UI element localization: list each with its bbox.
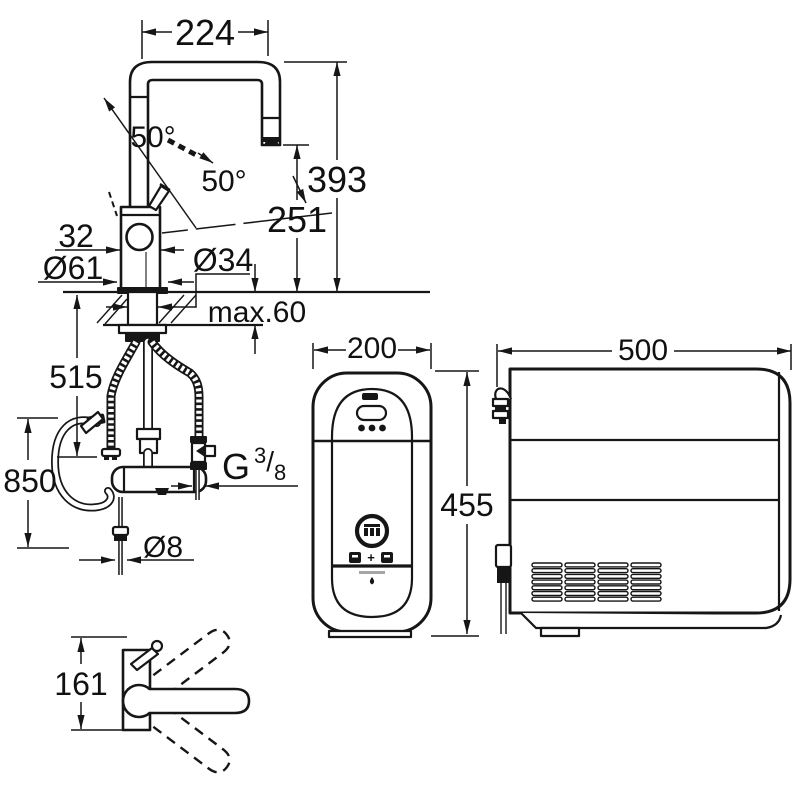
weight-notch — [155, 488, 169, 495]
ref-455 — [431, 370, 479, 637]
cooler-hose-fitting — [494, 387, 513, 400]
fitting-band — [495, 406, 506, 411]
dim-max60-label: max.60 — [208, 296, 306, 329]
hose-coupling-upper — [135, 427, 162, 441]
fine-print — [359, 571, 385, 574]
dim-8-label: Ø8 — [143, 531, 183, 564]
dim-61-label: Ø61 — [43, 250, 103, 286]
dim-200-label: 200 — [347, 332, 397, 365]
hatch — [96, 294, 123, 324]
button-pill-icon — [355, 404, 388, 422]
supply-hose-left — [106, 337, 141, 454]
cooler-base-lip — [520, 612, 783, 630]
hatch — [104, 298, 128, 325]
led-dot-icon — [358, 424, 365, 432]
spout-swivel-line — [161, 212, 333, 234]
power-plug-dark — [497, 567, 510, 583]
dim-500-label: 500 — [618, 334, 668, 367]
dim-34-leader — [158, 273, 250, 311]
power-plug — [494, 543, 513, 569]
hose-bead — [111, 525, 130, 537]
mousseur — [263, 137, 280, 142]
top-view-handle — [129, 646, 160, 672]
cooler-foot — [539, 626, 581, 638]
cooler-housing — [508, 367, 792, 615]
cartridge-circle — [125, 222, 154, 252]
badge-plus-label: + — [367, 550, 375, 565]
dim-161-label: 161 — [54, 666, 107, 702]
hose-bead-dark — [114, 535, 127, 541]
filter-foot — [327, 629, 413, 639]
hose-end-foot — [112, 456, 117, 460]
filter-logo-tooth — [364, 528, 368, 536]
faucet-top-view — [121, 624, 251, 778]
handle-ghost-left — [108, 191, 118, 217]
supply-hose-right — [147, 337, 204, 441]
ext-224 — [141, 20, 269, 59]
handle-lever — [147, 184, 171, 212]
filter-logo-tooth — [370, 528, 374, 536]
spout-swivel-arrow — [292, 175, 307, 204]
led-dot-icon — [379, 424, 386, 432]
under-sink-hoses — [50, 290, 217, 575]
dimensions: 224 393 251 50° 50° 32 Ø61 Ø34 max.60 5 — [3, 12, 792, 731]
top-view-spout-arm — [147, 687, 251, 715]
droplet-icon — [369, 577, 375, 585]
fitting-ring — [491, 409, 510, 420]
dim-850-label: 850 — [3, 463, 56, 499]
handle-ghost — [166, 137, 200, 159]
display-slot-icon — [362, 393, 378, 400]
faucet-side-view — [63, 60, 430, 327]
ref-161 — [71, 636, 127, 731]
hose-end-fitting — [100, 447, 122, 458]
hatch — [170, 294, 197, 324]
hose-tag — [79, 410, 105, 435]
angle-handle-label: 50° — [130, 121, 175, 154]
dim-251-label: 251 — [267, 199, 327, 240]
ref-850 — [17, 417, 69, 549]
dim-34-label: Ø34 — [193, 242, 253, 278]
fitting-ring — [491, 397, 510, 408]
top-view-handle-knob — [150, 639, 164, 653]
valve-bottom-band — [190, 462, 207, 470]
cartridge-badge-slit — [384, 555, 390, 558]
spout-tube — [128, 60, 282, 212]
valve-handle — [196, 445, 205, 457]
cooler-unit-side — [491, 367, 792, 638]
valve-port — [203, 444, 217, 458]
mousseur-tip — [265, 142, 278, 146]
filter-unit-front: + — [311, 371, 433, 639]
mounting-washer — [117, 323, 168, 335]
angle-spout-label: 50° — [201, 165, 246, 198]
cartridge-badge-slit — [352, 555, 358, 558]
valve-top-band — [190, 436, 207, 443]
dim-515-label: 515 — [49, 359, 102, 395]
handle-ghost-arrow — [197, 152, 214, 164]
dim-32-label: 32 — [58, 218, 94, 254]
fitting-tail — [499, 418, 506, 424]
dim-393-label: 393 — [307, 159, 367, 200]
ext-200 — [312, 343, 432, 369]
hatch — [158, 294, 185, 324]
dim-224-label: 224 — [175, 12, 235, 53]
hose-loop-inner — [52, 418, 113, 510]
handle-angle-line — [103, 97, 197, 229]
mounting-shank — [126, 290, 159, 327]
supply-hose-left-braid — [108, 340, 139, 449]
led-dot-icon — [368, 424, 376, 432]
filter-logo-bar — [364, 524, 380, 527]
ext-500 — [496, 344, 792, 387]
dim-455-label: 455 — [440, 487, 493, 523]
filter-logo-tooth — [376, 528, 380, 536]
hose-end-foot — [104, 456, 109, 460]
